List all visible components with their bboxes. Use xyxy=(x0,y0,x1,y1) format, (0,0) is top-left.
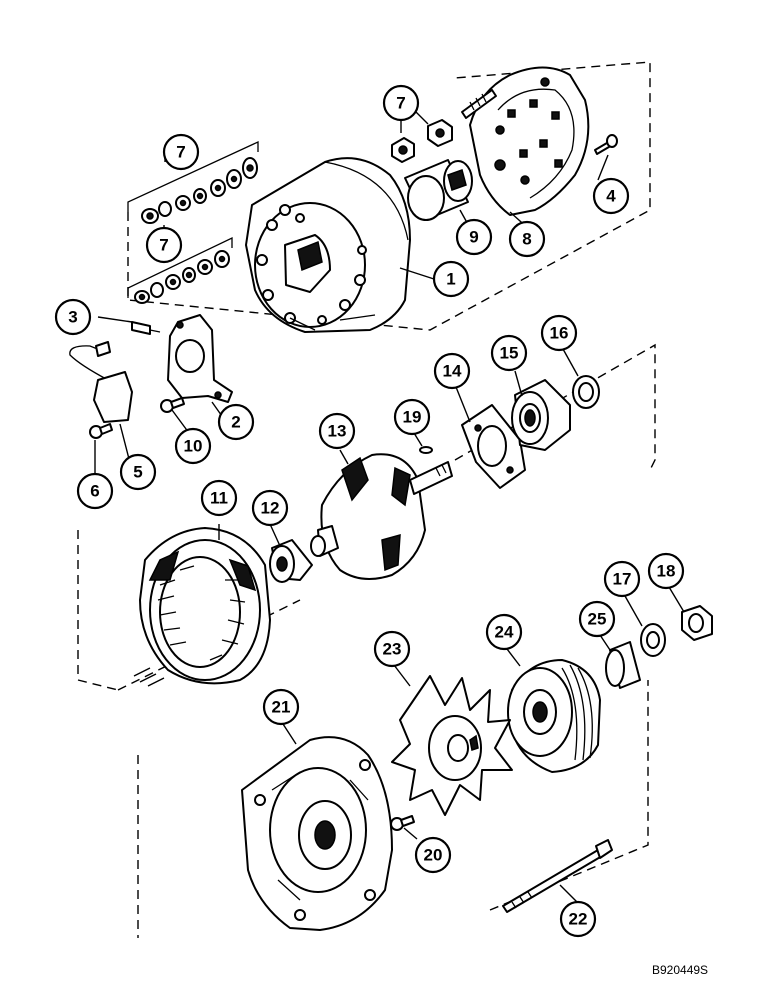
callout-15: 15 xyxy=(490,334,528,372)
callout-14: 14 xyxy=(433,352,471,390)
callout-10: 10 xyxy=(174,427,212,465)
screw-brush-holder xyxy=(160,397,185,413)
svg-text:24: 24 xyxy=(495,623,514,642)
callout-16: 16 xyxy=(540,314,578,352)
brush xyxy=(131,321,161,335)
callout-25: 25 xyxy=(578,600,616,638)
svg-text:5: 5 xyxy=(133,463,142,482)
callout-7-a: 7 xyxy=(162,133,200,171)
svg-text:8: 8 xyxy=(522,230,531,249)
through-bolt xyxy=(502,839,613,913)
svg-text:7: 7 xyxy=(176,143,185,162)
callout-6: 6 xyxy=(76,472,114,510)
callout-3: 3 xyxy=(54,298,92,336)
callout-7-c: 7 xyxy=(382,84,420,122)
callout-20: 20 xyxy=(414,836,452,874)
nut-washer-set-lower xyxy=(127,236,233,304)
svg-text:19: 19 xyxy=(403,408,422,427)
callout-11: 11 xyxy=(200,479,238,517)
svg-text:4: 4 xyxy=(606,187,616,206)
svg-text:13: 13 xyxy=(328,422,347,441)
callout-21: 21 xyxy=(262,688,300,726)
callout-4: 4 xyxy=(592,177,630,215)
spacer xyxy=(605,641,641,689)
svg-text:10: 10 xyxy=(184,437,203,456)
fan xyxy=(391,675,513,816)
svg-text:22: 22 xyxy=(569,910,588,929)
brush-holder xyxy=(167,314,233,403)
svg-text:6: 6 xyxy=(90,482,99,501)
nut-washer-set-upper xyxy=(127,140,259,224)
bearing-small xyxy=(269,539,313,583)
svg-text:2: 2 xyxy=(231,413,240,432)
svg-text:16: 16 xyxy=(550,324,569,343)
svg-text:1: 1 xyxy=(446,270,455,289)
screw-small xyxy=(594,134,618,155)
front-housing xyxy=(241,736,393,931)
callout-1: 1 xyxy=(432,260,470,298)
callout-19: 19 xyxy=(393,398,431,436)
callout-18: 18 xyxy=(647,552,685,590)
callout-23: 23 xyxy=(373,630,411,668)
woodruff-key xyxy=(419,446,433,454)
drawing-code: B920449S xyxy=(652,963,709,977)
svg-text:23: 23 xyxy=(383,640,402,659)
lock-washer xyxy=(640,623,666,657)
svg-text:17: 17 xyxy=(613,570,632,589)
svg-text:18: 18 xyxy=(657,562,676,581)
callout-5: 5 xyxy=(119,453,157,491)
bearing-large xyxy=(511,379,571,451)
rear-housing xyxy=(245,157,411,333)
suppressor-capacitor xyxy=(69,341,133,423)
bushing xyxy=(404,159,473,221)
svg-text:25: 25 xyxy=(588,610,607,629)
callout-12: 12 xyxy=(251,489,289,527)
rotor xyxy=(310,453,453,580)
svg-text:7: 7 xyxy=(159,236,168,255)
callout-9: 9 xyxy=(455,218,493,256)
pulley-nut xyxy=(681,605,713,641)
svg-text:21: 21 xyxy=(272,698,291,717)
callout-17: 17 xyxy=(603,560,641,598)
svg-text:11: 11 xyxy=(210,489,228,508)
stator xyxy=(133,527,271,687)
pulley xyxy=(507,659,601,773)
callout-24: 24 xyxy=(485,613,523,651)
callout-13: 13 xyxy=(318,412,356,450)
callout-7-b: 7 xyxy=(145,226,183,264)
callout-2: 2 xyxy=(217,403,255,441)
callout-8: 8 xyxy=(508,220,546,258)
svg-text:3: 3 xyxy=(68,308,77,327)
svg-text:7: 7 xyxy=(396,94,405,113)
svg-text:12: 12 xyxy=(261,499,280,518)
rectifier-plate xyxy=(461,66,590,216)
screw-housing xyxy=(390,815,415,831)
bearing-retainer xyxy=(461,404,526,489)
svg-text:14: 14 xyxy=(443,362,462,381)
svg-text:9: 9 xyxy=(469,228,478,247)
callout-22: 22 xyxy=(559,900,597,938)
lower-assembly-outline xyxy=(137,680,649,938)
svg-text:20: 20 xyxy=(424,846,443,865)
screw-capacitor xyxy=(89,423,113,439)
nut-pair xyxy=(391,119,453,163)
upper-assembly-outline xyxy=(127,61,651,331)
seal-ring xyxy=(572,375,600,409)
svg-text:15: 15 xyxy=(500,344,519,363)
